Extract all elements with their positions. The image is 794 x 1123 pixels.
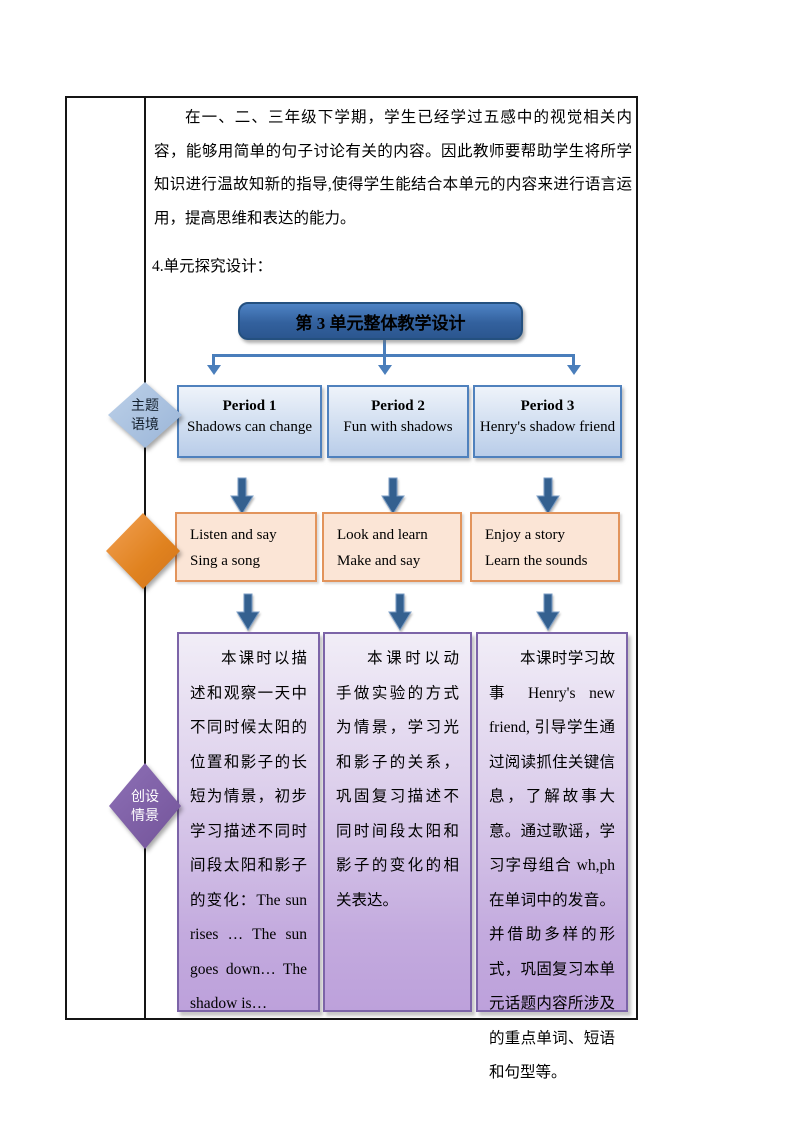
diamond-create-scenario-label: 创设 情景 [131,788,159,823]
activity-2-line2: Make and say [337,553,421,569]
down-arrow-icon [207,365,221,375]
period-2-box: Period 2 Fun with shadows [327,385,469,458]
period-3-subtitle: Henry's shadow friend [479,419,616,435]
down-block-arrow-icon [536,593,560,631]
diamond-theme-context-label: 主题 语境 [131,397,159,432]
activity-1-line1: Listen and say [190,527,277,543]
activity-3-line2: Learn the sounds [485,553,588,569]
activity-box-3: Enjoy a story Learn the sounds [470,512,620,582]
down-block-arrow-icon [236,593,260,631]
connector-drop-left [212,356,215,366]
activity-3-line1: Enjoy a story [485,527,565,543]
connector-stem [383,339,386,355]
connector-horizontal-line [212,354,575,357]
down-block-arrow-icon [536,477,560,515]
down-arrow-icon [567,365,581,375]
activity-2-line1: Look and learn [337,527,428,543]
period-2-subtitle: Fun with shadows [343,419,453,435]
down-block-arrow-icon [381,477,405,515]
period-2-title: Period 2 [371,398,425,414]
down-block-arrow-icon [230,477,254,515]
activity-box-2: Look and learn Make and say [322,512,462,582]
diamond-create-scenario: 创设 情景 [109,763,181,849]
period-3-box: Period 3 Henry's shadow friend [473,385,622,458]
section-label: 4.单元探究设计： [152,258,273,275]
diagram-title: 第 3 单元整体教学设计 [295,313,466,333]
diamond-theme-context: 主题 语境 [108,382,182,448]
description-box-1: 本课时以描述和观察一天中不同时候太阳的位置和影子的长短为情景，初步学习描述不同时… [177,632,320,1012]
down-block-arrow-icon [388,593,412,631]
down-arrow-icon [378,365,392,375]
activity-box-1: Listen and say Sing a song [175,512,317,582]
period-3-title: Period 3 [520,398,575,414]
diagram-title-banner: 第 3 单元整体教学设计 [238,302,523,340]
intro-paragraph: 在一、二、三年级下学期，学生已经学过五感中的视觉相关内容，能够用简单的句子讨论有… [154,109,632,227]
description-box-2: 本课时以动手做实验的方式为情景，学习光和影子的关系，巩固复习描述不同时间段太阳和… [323,632,472,1012]
period-1-subtitle: Shadows can change [187,419,312,435]
description-box-3: 本课时学习故事 Henry's new friend, 引导学生通过阅读抓住关键… [476,632,628,1081]
period-1-title: Period 1 [222,398,277,414]
diamond-middle-stage [106,513,180,589]
connector-drop-middle [383,356,386,366]
activity-1-line2: Sing a song [190,553,261,569]
connector-drop-right [572,356,575,366]
table-border [65,96,638,1020]
period-1-box: Period 1 Shadows can change [177,385,322,458]
